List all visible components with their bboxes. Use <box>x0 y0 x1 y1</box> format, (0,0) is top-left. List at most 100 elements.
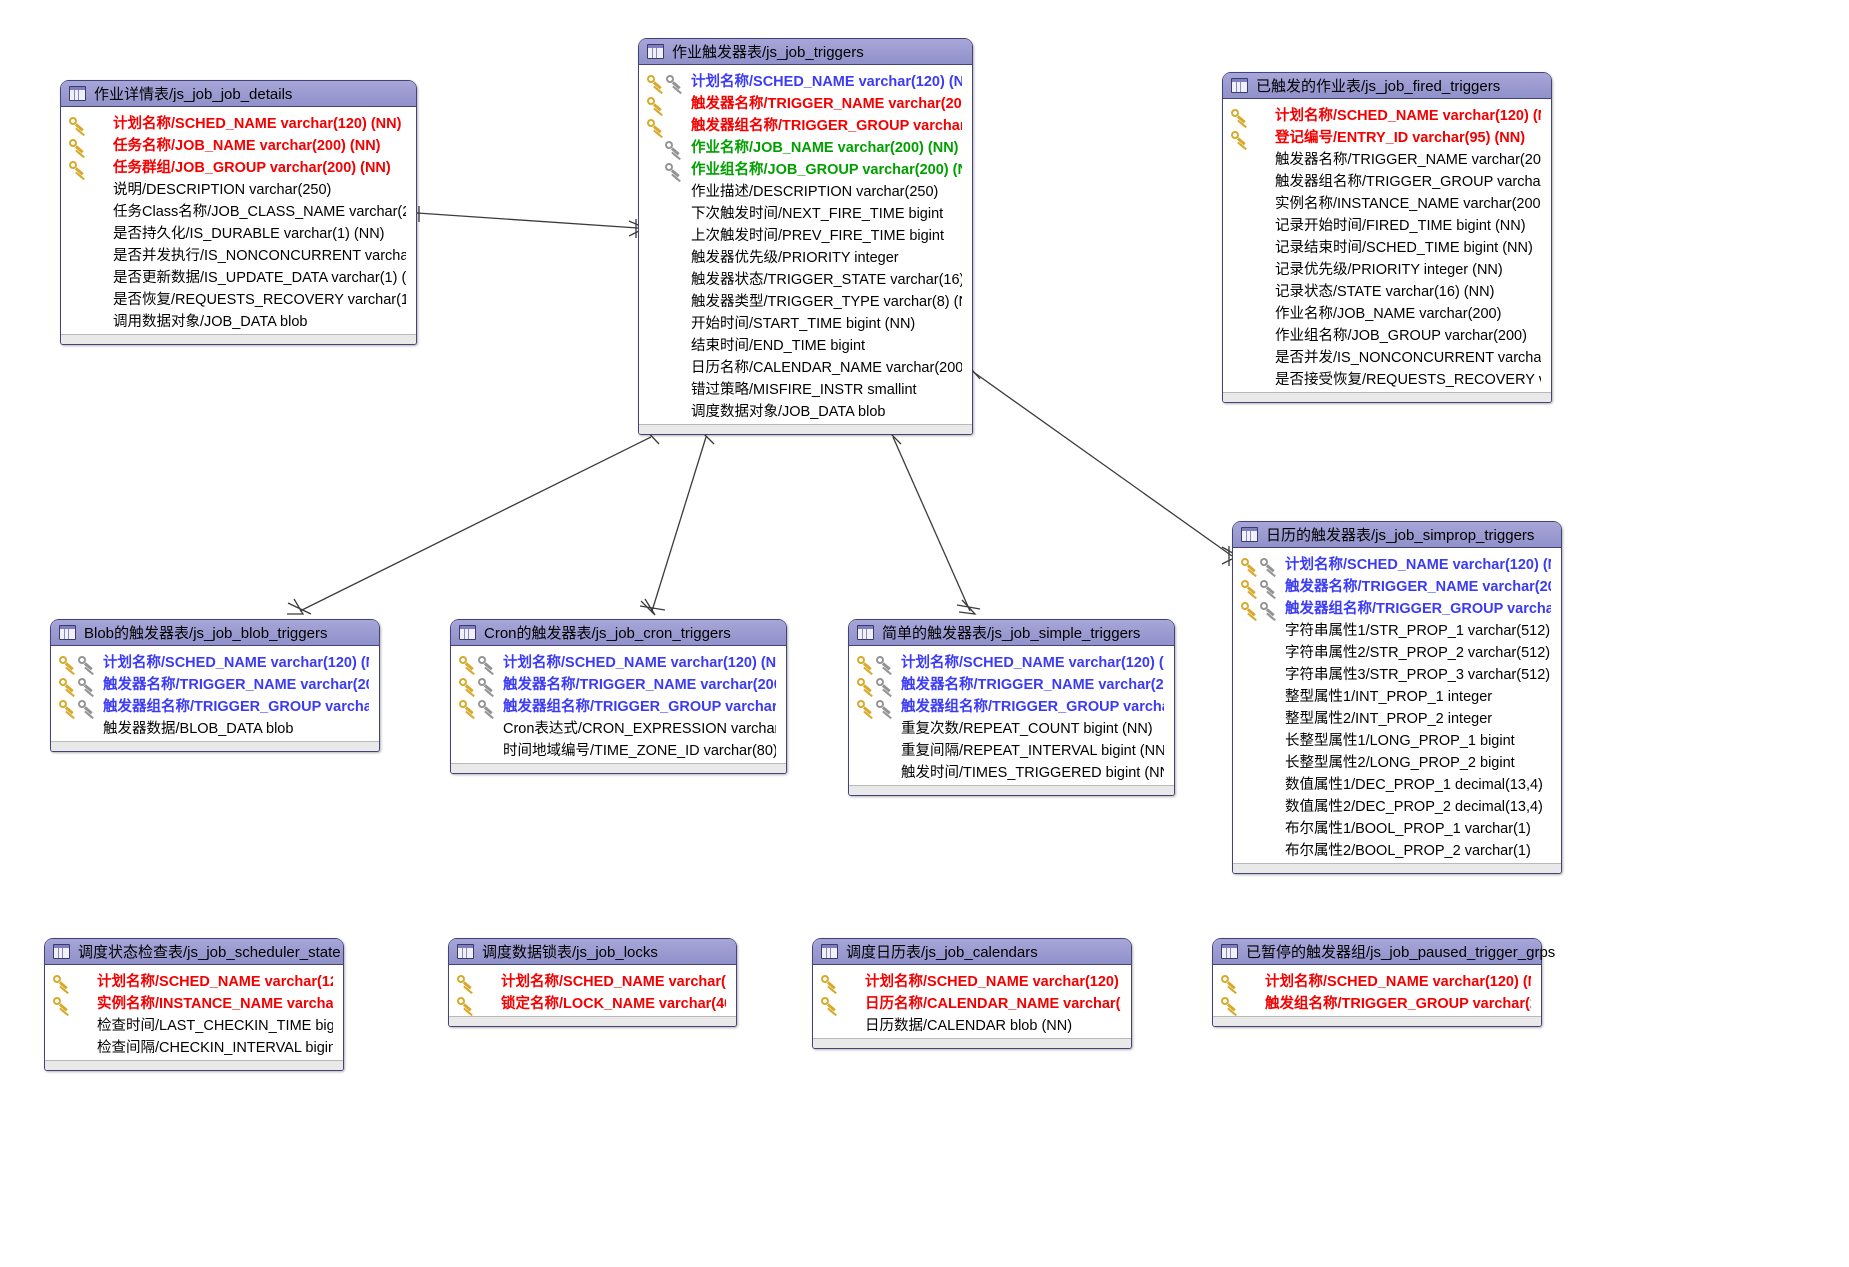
column-row[interactable]: 记录状态/STATE varchar(16) (NN) <box>1223 279 1551 301</box>
column-row[interactable]: 作业名称/JOB_NAME varchar(200) <box>1223 301 1551 323</box>
column-row[interactable]: 触发器优先级/PRIORITY integer <box>639 245 972 267</box>
column-row[interactable]: 说明/DESCRIPTION varchar(250) <box>61 177 416 199</box>
column-row[interactable]: 日历名称/CALENDAR_NAME varchar(200) (NN) <box>813 991 1131 1013</box>
entity-job_simple_triggers[interactable]: 简单的触发器表/js_job_simple_triggers 计划名称/SCHED… <box>848 619 1175 796</box>
column-row[interactable]: 计划名称/SCHED_NAME varchar(120) (NN) <box>1233 552 1561 574</box>
column-row[interactable]: 字符串属性3/STR_PROP_3 varchar(512) <box>1233 662 1561 684</box>
column-row[interactable]: 登记编号/ENTRY_ID varchar(95) (NN) <box>1223 125 1551 147</box>
column-row[interactable]: 触发器名称/TRIGGER_NAME varchar(200) (NN) <box>1233 574 1561 596</box>
column-row[interactable]: 数值属性1/DEC_PROP_1 decimal(13,4) <box>1233 772 1561 794</box>
column-row[interactable]: 调度数据对象/JOB_DATA blob <box>639 399 972 421</box>
column-row[interactable]: 任务Class名称/JOB_CLASS_NAME varchar(250) (N… <box>61 199 416 221</box>
entity-job_calendars[interactable]: 调度日历表/js_job_calendars 计划名称/SCHED_NAME va… <box>812 938 1132 1049</box>
entity-job_scheduler_state[interactable]: 调度状态检查表/js_job_scheduler_state 计划名称/SCHED… <box>44 938 344 1071</box>
column-row[interactable]: 开始时间/START_TIME bigint (NN) <box>639 311 972 333</box>
column-row[interactable]: 触发器数据/BLOB_DATA blob <box>51 716 379 738</box>
column-row[interactable]: 触发器类型/TRIGGER_TYPE varchar(8) (NN) <box>639 289 972 311</box>
column-row[interactable]: 计划名称/SCHED_NAME varchar(120) (NN) <box>639 69 972 91</box>
column-row[interactable]: 字符串属性2/STR_PROP_2 varchar(512) <box>1233 640 1561 662</box>
column-row[interactable]: 错过策略/MISFIRE_INSTR smallint <box>639 377 972 399</box>
column-row[interactable]: 记录结束时间/SCHED_TIME bigint (NN) <box>1223 235 1551 257</box>
column-row[interactable]: 作业描述/DESCRIPTION varchar(250) <box>639 179 972 201</box>
entity-job_cron_triggers[interactable]: Cron的触发器表/js_job_cron_triggers 计划名称/SCHED… <box>450 619 787 774</box>
column-row[interactable]: 计划名称/SCHED_NAME varchar(120) (NN) <box>61 111 416 133</box>
column-row[interactable]: 整型属性2/INT_PROP_2 integer <box>1233 706 1561 728</box>
column-row[interactable]: 记录开始时间/FIRED_TIME bigint (NN) <box>1223 213 1551 235</box>
column-row[interactable]: 是否更新数据/IS_UPDATE_DATA varchar(1) (NN) <box>61 265 416 287</box>
column-row[interactable]: 是否恢复/REQUESTS_RECOVERY varchar(1) (NN) <box>61 287 416 309</box>
column-row[interactable]: 触发器组名称/TRIGGER_GROUP varchar(200) (NN) <box>51 694 379 716</box>
column-row[interactable]: 长整型属性1/LONG_PROP_1 bigint <box>1233 728 1561 750</box>
column-row[interactable]: 检查时间/LAST_CHECKIN_TIME bigint (NN) <box>45 1013 343 1035</box>
column-row[interactable]: 计划名称/SCHED_NAME varchar(120) (NN) <box>51 650 379 672</box>
column-row[interactable]: 记录优先级/PRIORITY integer (NN) <box>1223 257 1551 279</box>
column-row[interactable]: 触发器组名称/TRIGGER_GROUP varchar(200) (NN) <box>849 694 1174 716</box>
column-row[interactable]: 计划名称/SCHED_NAME varchar(120) (NN) <box>45 969 343 991</box>
column-row[interactable]: 触发器名称/TRIGGER_NAME varchar(200) (NN) <box>451 672 786 694</box>
entity-title-job_job_details[interactable]: 作业详情表/js_job_job_details <box>61 81 416 107</box>
column-row[interactable]: 计划名称/SCHED_NAME varchar(120) (NN) <box>813 969 1131 991</box>
column-row[interactable]: 触发器组名称/TRIGGER_GROUP varchar(200) (NN) <box>1233 596 1561 618</box>
entity-title-job_simprop_triggers[interactable]: 日历的触发器表/js_job_simprop_triggers <box>1233 522 1561 548</box>
column-row[interactable]: 触发器组名称/TRIGGER_GROUP varchar(200) (NN) <box>639 113 972 135</box>
column-row[interactable]: 触发器组名称/TRIGGER_GROUP varchar(200) (NN) <box>451 694 786 716</box>
column-row[interactable]: 计划名称/SCHED_NAME varchar(120) (NN) <box>1223 103 1551 125</box>
column-row[interactable]: 整型属性1/INT_PROP_1 integer <box>1233 684 1561 706</box>
column-row[interactable]: 计划名称/SCHED_NAME varchar(120) (NN) <box>451 650 786 672</box>
column-row[interactable]: 日历名称/CALENDAR_NAME varchar(200) <box>639 355 972 377</box>
column-row[interactable]: 实例名称/INSTANCE_NAME varchar(200) (NN) <box>45 991 343 1013</box>
column-row[interactable]: 触发器名称/TRIGGER_NAME varchar(200) (NN) <box>849 672 1174 694</box>
column-row[interactable]: 触发时间/TIMES_TRIGGERED bigint (NN) <box>849 760 1174 782</box>
entity-title-job_triggers[interactable]: 作业触发器表/js_job_triggers <box>639 39 972 65</box>
column-row[interactable]: 触发组名称/TRIGGER_GROUP varchar(200) (NN) <box>1213 991 1541 1013</box>
entity-job_fired_triggers[interactable]: 已触发的作业表/js_job_fired_triggers 计划名称/SCHED_… <box>1222 72 1552 403</box>
column-row[interactable]: 触发器状态/TRIGGER_STATE varchar(16) (NN) <box>639 267 972 289</box>
column-row[interactable]: 作业组名称/JOB_GROUP varchar(200) <box>1223 323 1551 345</box>
column-row[interactable]: 计划名称/SCHED_NAME varchar(120) (NN) <box>1213 969 1541 991</box>
column-row[interactable]: 作业名称/JOB_NAME varchar(200) (NN) <box>639 135 972 157</box>
column-row[interactable]: 触发器名称/TRIGGER_NAME varchar(200) (NN) <box>51 672 379 694</box>
column-row[interactable]: 实例名称/INSTANCE_NAME varchar(200) (NN) <box>1223 191 1551 213</box>
column-row[interactable]: 布尔属性2/BOOL_PROP_2 varchar(1) <box>1233 838 1561 860</box>
column-row[interactable]: 计划名称/SCHED_NAME varchar(120) (NN) <box>449 969 736 991</box>
column-row[interactable]: 重复次数/REPEAT_COUNT bigint (NN) <box>849 716 1174 738</box>
column-row[interactable]: 时间地域编号/TIME_ZONE_ID varchar(80) <box>451 738 786 760</box>
column-row[interactable]: 触发器组名称/TRIGGER_GROUP varchar(200) (NN) <box>1223 169 1551 191</box>
column-row[interactable]: 触发器名称/TRIGGER_NAME varchar(200) (NN) <box>639 91 972 113</box>
column-row[interactable]: 上次触发时间/PREV_FIRE_TIME bigint <box>639 223 972 245</box>
entity-job_blob_triggers[interactable]: Blob的触发器表/js_job_blob_triggers 计划名称/SCHED… <box>50 619 380 752</box>
column-row[interactable]: 下次触发时间/NEXT_FIRE_TIME bigint <box>639 201 972 223</box>
column-row[interactable]: 是否持久化/IS_DURABLE varchar(1) (NN) <box>61 221 416 243</box>
entity-title-job_locks[interactable]: 调度数据锁表/js_job_locks <box>449 939 736 965</box>
entity-title-job_blob_triggers[interactable]: Blob的触发器表/js_job_blob_triggers <box>51 620 379 646</box>
entity-job_job_details[interactable]: 作业详情表/js_job_job_details 计划名称/SCHED_NAME … <box>60 80 417 345</box>
column-row[interactable]: 作业组名称/JOB_GROUP varchar(200) (NN) <box>639 157 972 179</box>
entity-title-job_scheduler_state[interactable]: 调度状态检查表/js_job_scheduler_state <box>45 939 343 965</box>
column-row[interactable]: 是否接受恢复/REQUESTS_RECOVERY varchar(1) <box>1223 367 1551 389</box>
entity-job_triggers[interactable]: 作业触发器表/js_job_triggers 计划名称/SCHED_NAME va… <box>638 38 973 435</box>
column-row[interactable]: 是否并发执行/IS_NONCONCURRENT varchar(1) (NN) <box>61 243 416 265</box>
column-row[interactable]: 任务群组/JOB_GROUP varchar(200) (NN) <box>61 155 416 177</box>
column-row[interactable]: 是否并发/IS_NONCONCURRENT varchar(1) <box>1223 345 1551 367</box>
column-row[interactable]: 长整型属性2/LONG_PROP_2 bigint <box>1233 750 1561 772</box>
entity-job_simprop_triggers[interactable]: 日历的触发器表/js_job_simprop_triggers 计划名称/SCHE… <box>1232 521 1562 874</box>
entity-job_locks[interactable]: 调度数据锁表/js_job_locks 计划名称/SCHED_NAME varch… <box>448 938 737 1027</box>
column-row[interactable]: 字符串属性1/STR_PROP_1 varchar(512) <box>1233 618 1561 640</box>
column-row[interactable]: 计划名称/SCHED_NAME varchar(120) (NN) <box>849 650 1174 672</box>
entity-title-job_calendars[interactable]: 调度日历表/js_job_calendars <box>813 939 1131 965</box>
column-row[interactable]: 锁定名称/LOCK_NAME varchar(40) (NN) <box>449 991 736 1013</box>
entity-job_paused_trigger_grps[interactable]: 已暂停的触发器组/js_job_paused_trigger_grps 计划名称/… <box>1212 938 1555 1027</box>
column-row[interactable]: 触发器名称/TRIGGER_NAME varchar(200) (NN) <box>1223 147 1551 169</box>
entity-title-job_paused_trigger_grps[interactable]: 已暂停的触发器组/js_job_paused_trigger_grps <box>1213 939 1555 965</box>
column-row[interactable]: 任务名称/JOB_NAME varchar(200) (NN) <box>61 133 416 155</box>
column-row[interactable]: 检查间隔/CHECKIN_INTERVAL bigint (NN) <box>45 1035 343 1057</box>
column-row[interactable]: 数值属性2/DEC_PROP_2 decimal(13,4) <box>1233 794 1561 816</box>
column-row[interactable]: 调用数据对象/JOB_DATA blob <box>61 309 416 331</box>
entity-title-job_simple_triggers[interactable]: 简单的触发器表/js_job_simple_triggers <box>849 620 1174 646</box>
entity-title-job_cron_triggers[interactable]: Cron的触发器表/js_job_cron_triggers <box>451 620 786 646</box>
column-row[interactable]: Cron表达式/CRON_EXPRESSION varchar(120) (NN… <box>451 716 786 738</box>
column-row[interactable]: 结束时间/END_TIME bigint <box>639 333 972 355</box>
column-row[interactable]: 重复间隔/REPEAT_INTERVAL bigint (NN) <box>849 738 1174 760</box>
entity-title-job_fired_triggers[interactable]: 已触发的作业表/js_job_fired_triggers <box>1223 73 1551 99</box>
column-row[interactable]: 日历数据/CALENDAR blob (NN) <box>813 1013 1131 1035</box>
